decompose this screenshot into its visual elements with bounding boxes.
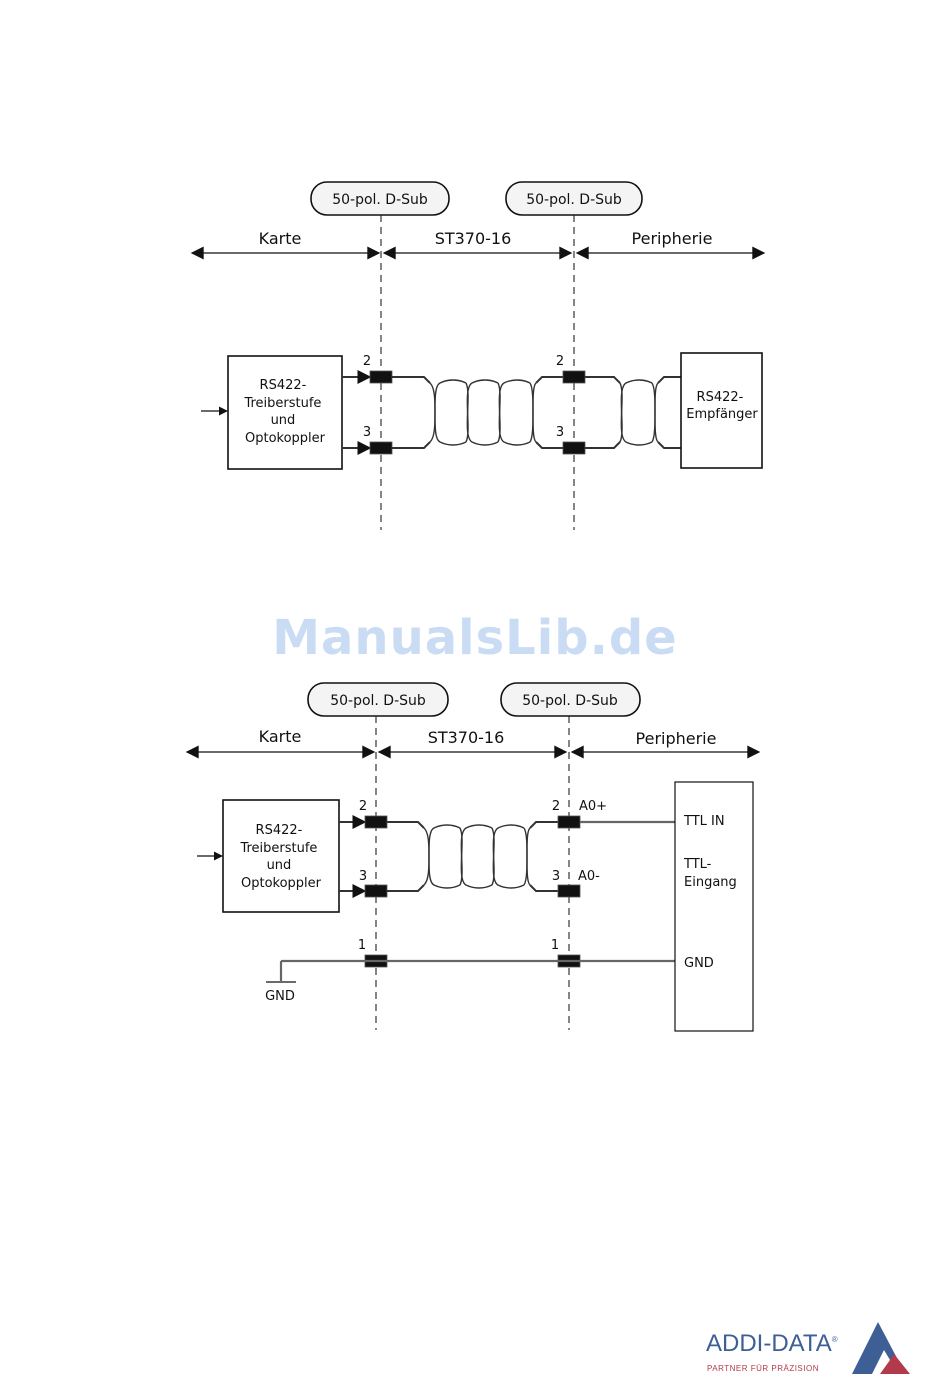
zone-label-periphery: Peripherie [636,729,717,748]
wire-upper-cable-right [530,822,558,828]
driver-box [223,800,339,912]
pin-number: 3 [359,869,367,884]
diagram-2: 50-pol. D-Sub 50-pol. D-Sub Karte ST370-… [0,670,950,1070]
pin-block-upper-right [558,816,580,828]
zone-label-card: Karte [259,727,302,746]
connector-label-right: 50-pol. D-Sub [522,693,618,709]
logo-registered: ® [832,1335,838,1344]
zone-label-card: Karte [259,229,302,248]
signal-label-a0-plus: A0+ [579,799,607,814]
ground-label: GND [265,989,295,1004]
wire-upper-cable-left [392,377,430,383]
pin-block-lower-right [558,885,580,897]
logo-tagline: PARTNER FÜR PRÄZISION [707,1364,819,1373]
wire-lower-receiver [658,442,681,448]
zone-label-cable: ST370-16 [435,229,512,248]
wire-lower-cable-right [530,885,558,891]
logo-brand: ADDI-DATA [706,1330,832,1357]
connector-label-left: 50-pol. D-Sub [332,192,428,208]
pin-block-lower-left [370,442,392,454]
wire-upper-periphery [585,377,620,383]
wire-lower-cable-left [392,442,430,448]
pin-number: 3 [556,425,564,440]
wire-upper-cable-left [387,822,424,828]
pin-block-upper-left [365,816,387,828]
watermark: ManualsLib.de [0,610,950,666]
diagram-1: 50-pol. D-Sub 50-pol. D-Sub Karte ST370-… [0,0,950,560]
label-ttl-in: TTL IN [683,814,725,829]
pin-number: 1 [358,938,366,953]
pin-number: 2 [552,799,560,814]
pin-number: 3 [552,869,560,884]
wire-upper-receiver [658,377,681,383]
pin-block-upper-right [563,371,585,383]
pin-number: 2 [556,354,564,369]
pin-block-upper-left [370,371,392,383]
pin-number: 2 [359,799,367,814]
twisted-pair-periphery [620,380,658,445]
pin-number: 3 [363,425,371,440]
signal-label-a0-minus: A0- [578,869,600,884]
twisted-pair-cable [424,825,530,888]
wire-lower-cable-left [387,885,424,891]
logo-mountain-icon [850,1320,912,1376]
connector-label-left: 50-pol. D-Sub [330,693,426,709]
pin-number: 1 [551,938,559,953]
twisted-pair-cable [430,380,536,445]
pin-number: 2 [363,354,371,369]
zone-label-periphery: Peripherie [632,229,713,248]
pin-block-lower-right [563,442,585,454]
wire-lower-periphery [585,442,620,448]
wire-lower-cable-right [536,442,563,448]
logo-wordmark: ADDI-DATA® [706,1330,838,1358]
connector-label-right: 50-pol. D-Sub [526,192,622,208]
pin-block-lower-left [365,885,387,897]
addi-data-logo: ADDI-DATA® PARTNER FÜR PRÄZISION [700,1316,920,1382]
wire-upper-cable-right [536,377,563,383]
label-gnd: GND [684,956,714,971]
zone-label-cable: ST370-16 [428,728,505,747]
